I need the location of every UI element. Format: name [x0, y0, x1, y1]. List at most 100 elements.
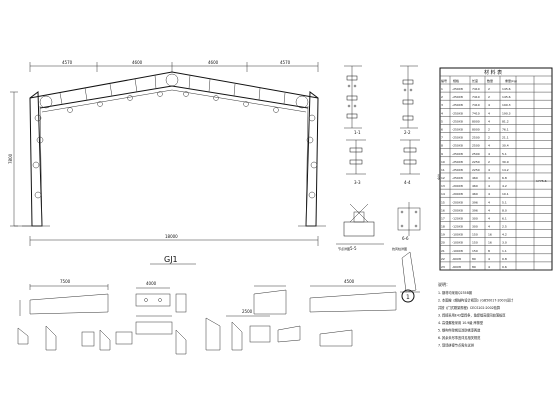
- table-cell: 8: [441, 144, 443, 148]
- table-cell: 7: [441, 136, 443, 140]
- table-cell: -250X8: [452, 152, 463, 156]
- table-cell: 2500: [472, 144, 480, 148]
- top-dim-1: 4570: [62, 60, 73, 65]
- table-cell: -250X8: [452, 111, 463, 115]
- table-cell: 76.1: [502, 128, 509, 132]
- top-dim-4: 4570: [280, 60, 291, 65]
- bottom-details: [17, 284, 397, 355]
- table-cell: 21.1: [502, 136, 509, 140]
- table-cell: 4.2: [502, 184, 507, 188]
- table-cell: 23: [441, 265, 445, 269]
- table-cell: 5: [441, 119, 443, 123]
- table-cell: 4.2: [502, 233, 507, 237]
- table-cell: -250X8: [452, 128, 463, 132]
- table-cell: 80: [472, 257, 476, 261]
- table-cell: 460: [472, 192, 478, 196]
- table-cell: 8: [488, 249, 490, 253]
- table-cell: -120X8: [452, 225, 463, 229]
- section-details: [336, 65, 421, 293]
- table-cell: 300: [472, 225, 478, 229]
- note-line: 2. 本图按《钢结构设计规范》(GB50017-2003)设计: [438, 298, 514, 303]
- detail-label-1: 节点详图: [338, 246, 350, 251]
- table-cell: 4: [488, 200, 490, 204]
- table-cell: -250X8: [452, 119, 463, 123]
- table-cell: -200X8: [452, 184, 463, 188]
- table-cell: -60X8: [452, 257, 461, 261]
- table-cell: 30.4: [502, 144, 509, 148]
- table-cell: 30.9: [502, 160, 509, 164]
- notes-heading: 说明：: [438, 281, 450, 287]
- table-cell: 0.8: [502, 257, 507, 261]
- table-cell: -200X8: [452, 200, 463, 204]
- table-cell: 20: [441, 241, 445, 245]
- table-cell: 4: [488, 144, 490, 148]
- table-cell: -250X8: [452, 136, 463, 140]
- table-cell: 4: [488, 257, 490, 261]
- table-cell: 9: [441, 152, 443, 156]
- section-label-6: 6-6: [402, 236, 409, 241]
- table-cell: -100X8: [452, 233, 463, 237]
- table-cell: -250X8: [452, 160, 463, 164]
- note-line: 6. 其余未尽事宜详见相关规范: [438, 335, 481, 340]
- table-cell: 2: [488, 87, 490, 91]
- table-cell: 190.3: [502, 103, 511, 107]
- table-cell: 16: [488, 241, 492, 245]
- table-cell: -250X8: [452, 95, 463, 99]
- table-cell: -250X8: [452, 168, 463, 172]
- table-cell: -200X8: [452, 208, 463, 212]
- table-header-id: 编号: [441, 78, 447, 83]
- table-cell: 17: [441, 216, 445, 220]
- table-header-qty: 数量: [487, 78, 493, 83]
- table-cell: 16: [441, 208, 445, 212]
- table-cell: 2250: [472, 160, 480, 164]
- table-cell: 5.1: [502, 152, 507, 156]
- table-cell: 13: [441, 184, 445, 188]
- table-header-length: 长度: [472, 78, 478, 83]
- table-cell: 150: [472, 241, 478, 245]
- detail-marker-circle: [401, 289, 415, 303]
- table-cell: -120X8: [452, 216, 463, 220]
- section-label-1: 1-1: [354, 130, 361, 135]
- table-cell: 1: [441, 87, 443, 91]
- table-cell: 80: [472, 265, 476, 269]
- table-cell: 2: [488, 160, 490, 164]
- note-line: 7. 现场拼接节点需先试拼: [438, 343, 475, 348]
- bottom-dim-4: 2500: [242, 309, 253, 314]
- top-dim-3: 4600: [208, 60, 219, 65]
- table-cell: 3.0: [502, 241, 507, 245]
- table-cell: 2: [441, 95, 443, 99]
- detail-marker-label: 1: [406, 294, 410, 301]
- table-cell: 190.3: [502, 111, 511, 115]
- table-cell: 4: [441, 111, 443, 115]
- height-dim: 7800: [8, 153, 13, 164]
- table-cell: 4: [488, 192, 490, 196]
- table-cell: 2250: [472, 168, 480, 172]
- table-cell: -200X8: [452, 192, 463, 196]
- table-side-label: 合计: [436, 174, 441, 180]
- table-cell: 11: [441, 168, 445, 172]
- table-cell: 4: [488, 265, 490, 269]
- table-cell: 8.0: [502, 208, 507, 212]
- table-cell: 300: [472, 216, 478, 220]
- table-cell: 3: [441, 103, 443, 107]
- table-cell: 7410: [472, 87, 480, 91]
- table-cell: 6: [441, 128, 443, 132]
- bottom-dim-1: 7500: [60, 279, 71, 284]
- table-cell: 0.6: [502, 265, 507, 269]
- table-cell: 16: [488, 233, 492, 237]
- table-cell: 150: [472, 249, 478, 253]
- table-cell: 7410: [472, 95, 480, 99]
- table-cell: 6.1: [502, 216, 507, 220]
- bottom-dim-3: 4500: [344, 279, 355, 284]
- note-line: 4. 高强螺栓采用 10.9级 摩擦型: [438, 320, 484, 325]
- table-cell: 15: [441, 200, 445, 204]
- note-line: 并按《门式刚架规程》CECS102:2002验算: [438, 305, 501, 310]
- table-cell: 6.8: [502, 176, 507, 180]
- table-total: 1775.6: [536, 179, 547, 183]
- table-cell: 4: [488, 168, 490, 172]
- table-cell: 2: [488, 128, 490, 132]
- table-cell: 14: [441, 192, 445, 196]
- bottom-dim-2: 4000: [146, 281, 157, 286]
